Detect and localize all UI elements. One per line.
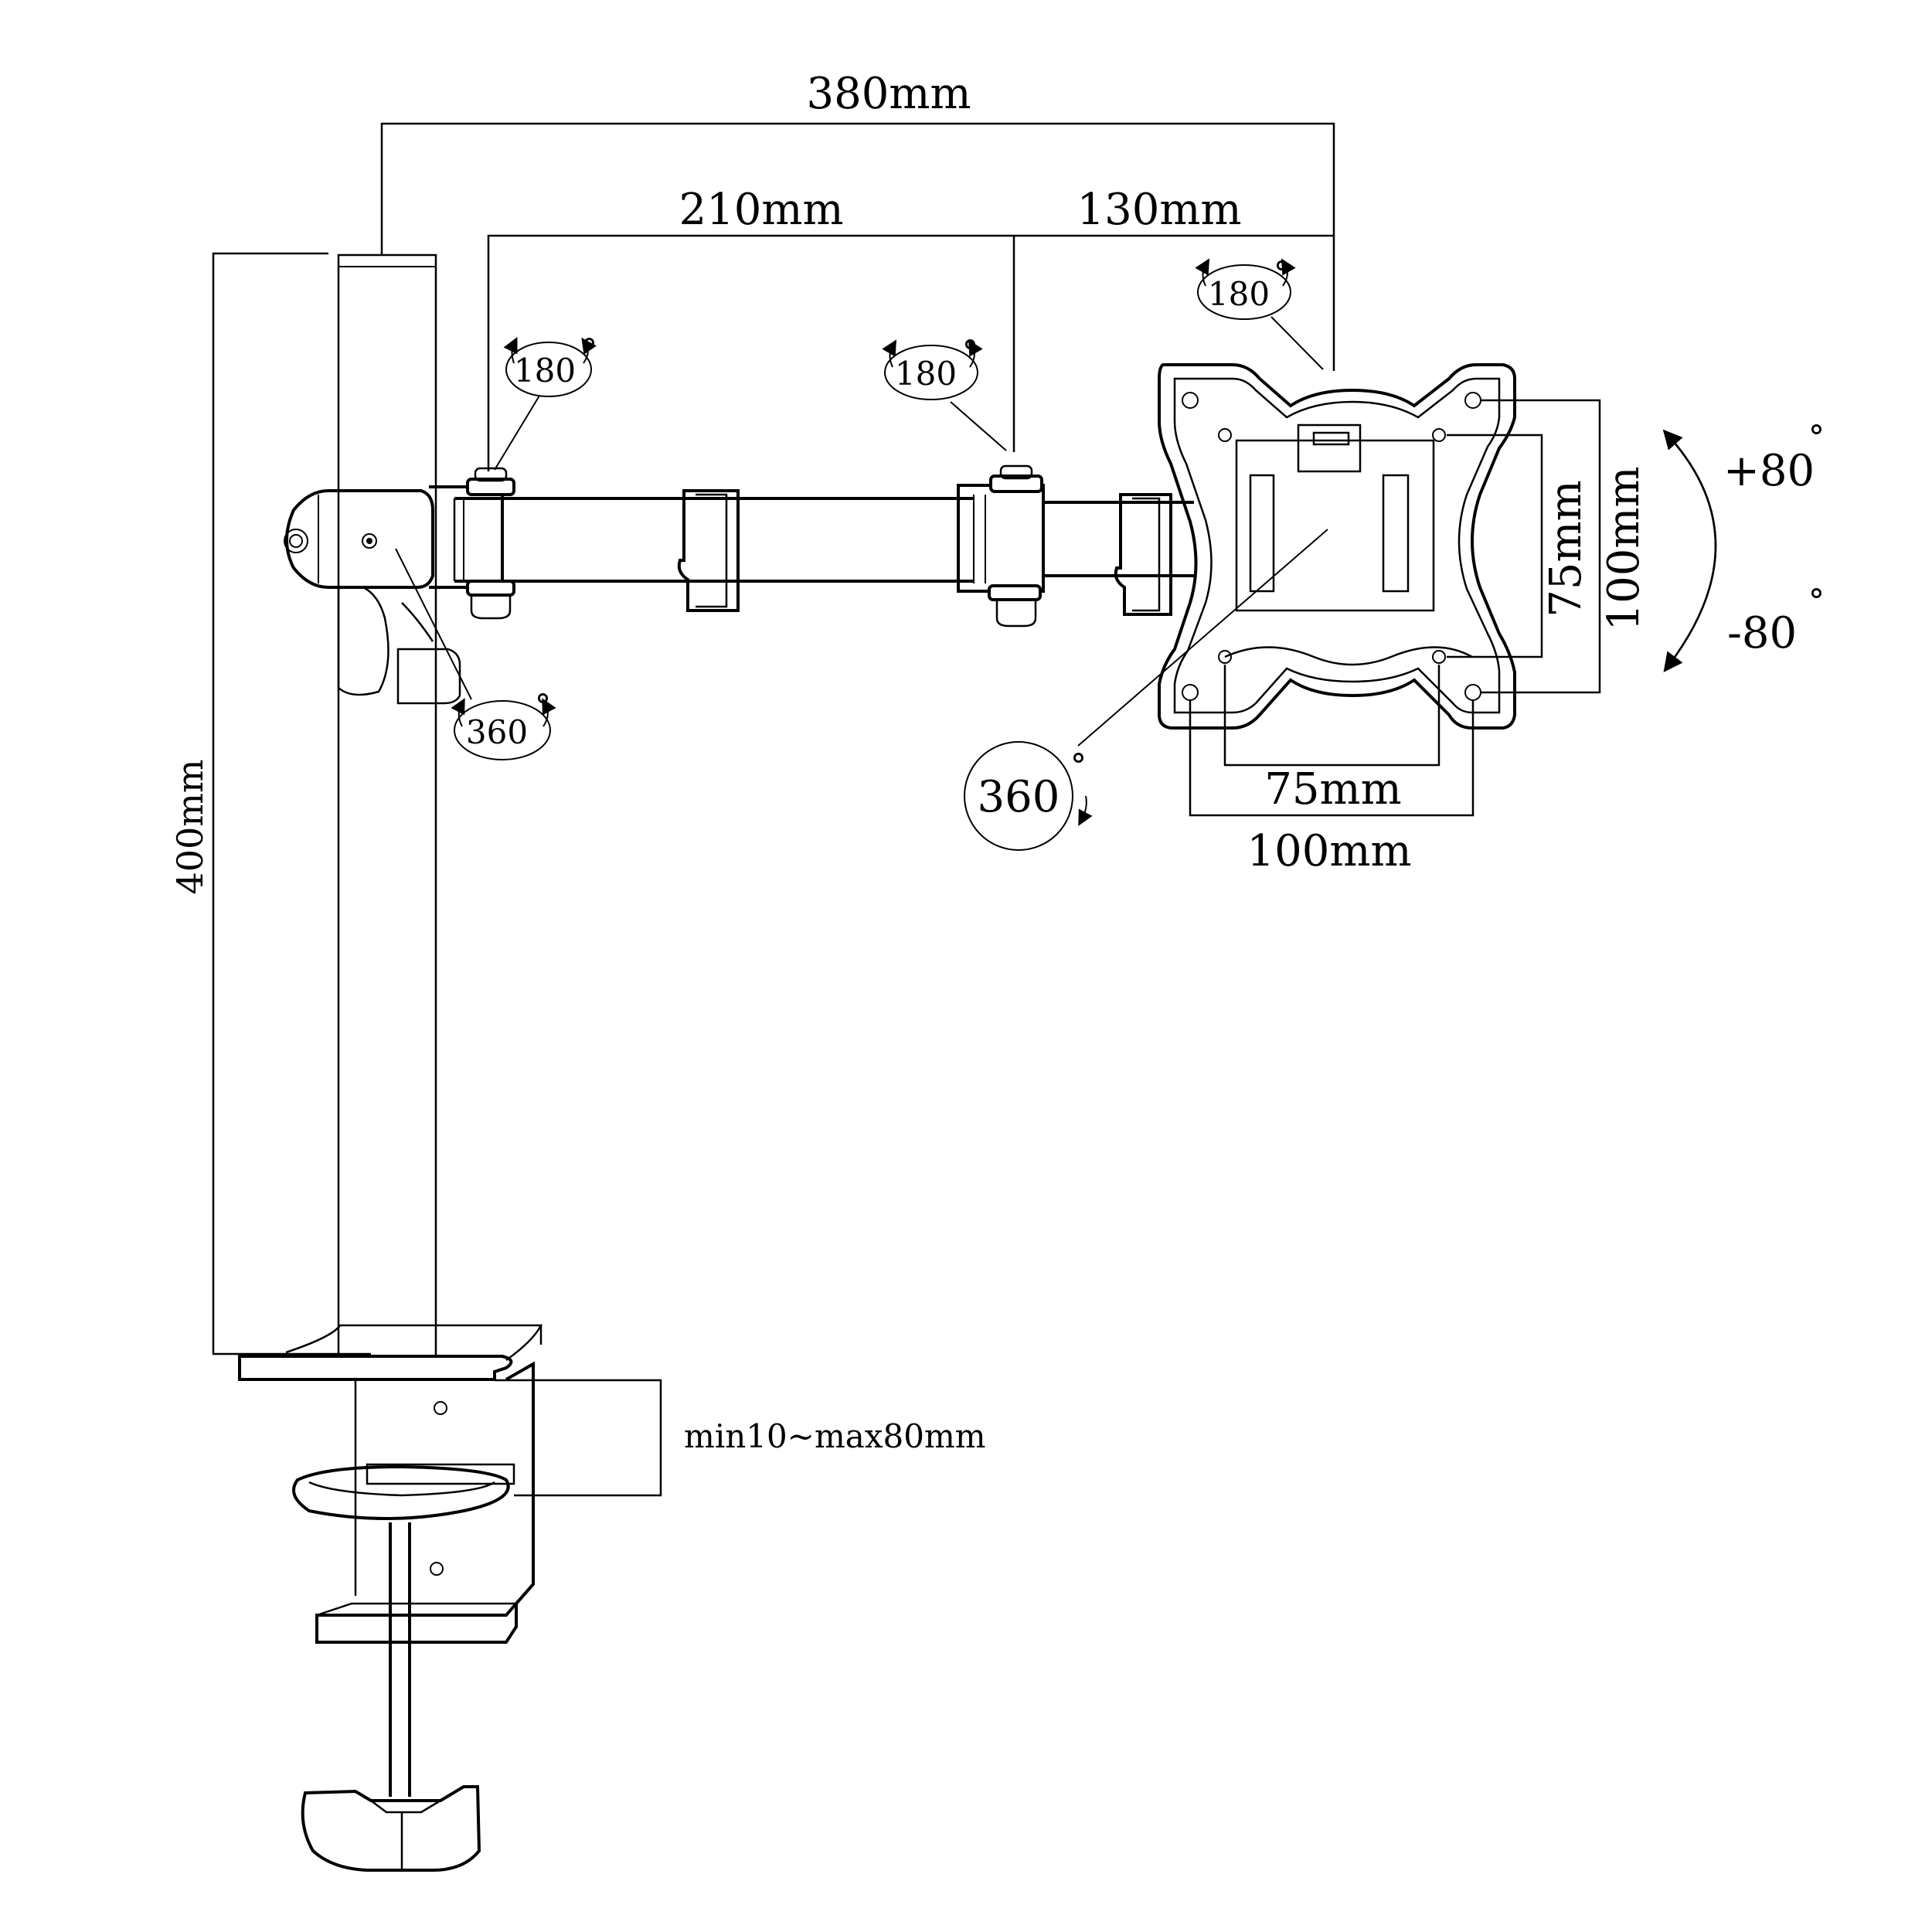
degree-pole: ° (535, 687, 551, 725)
tilt-indicator: +80 ° -80 ° (1662, 418, 1825, 673)
degree-vesa: ° (1274, 254, 1290, 292)
label-75mm-vertical: 75mm (1541, 480, 1591, 617)
rotation-vesa-swivel: 180 ° (1195, 254, 1324, 370)
label-tilt-up: +80 (1723, 446, 1815, 496)
degree-tilt-up: ° (1808, 418, 1825, 456)
label-clamp-range: min10~max80mm (684, 1417, 986, 1455)
vesa-hole-75-bl (1218, 650, 1232, 664)
vesa-plate (1158, 363, 1516, 730)
dimension-380mm: 380mm (380, 69, 1335, 371)
desk-clamp (238, 1324, 543, 1872)
pole-collar (284, 489, 461, 705)
vesa-hole-75-tr (1432, 428, 1446, 442)
label-rotation-180-joint1: 180 (514, 352, 576, 389)
label-tilt-down: -80 (1727, 608, 1797, 658)
label-rotation-180-vesa: 180 (1208, 275, 1270, 313)
vesa-hole-100-bl (1182, 684, 1199, 701)
vesa-dimensions: 75mm 100mm 75mm 100mm (1189, 399, 1649, 876)
vesa-hole-100-br (1464, 684, 1481, 701)
pole (337, 253, 437, 1358)
degree-vesa-360: ° (1070, 747, 1087, 784)
rotation-vesa-360: 360 ° (964, 529, 1328, 851)
rotation-pole: 360 ° (395, 548, 556, 760)
label-rotation-360-vesa: 360 (978, 772, 1060, 822)
label-rotation-360-pole: 360 (466, 713, 528, 751)
arm-joint-2 (957, 464, 1045, 628)
label-210mm: 210mm (679, 185, 843, 235)
rotation-joint-1: 180 ° (494, 332, 597, 471)
label-100mm-vertical: 100mm (1599, 466, 1649, 631)
label-130mm: 130mm (1077, 185, 1241, 235)
label-100mm-horizontal: 100mm (1247, 826, 1411, 876)
degree-joint1: ° (581, 332, 597, 369)
label-400mm: 400mm (169, 759, 211, 894)
label-75mm-horizontal: 75mm (1264, 764, 1401, 815)
label-rotation-180-joint2: 180 (895, 355, 957, 393)
vesa-hole-100-tl (1182, 392, 1199, 409)
vesa-hole-75-br (1432, 650, 1446, 664)
degree-joint2: ° (962, 333, 978, 371)
vesa-hole-100-tr (1464, 392, 1481, 409)
dimension-400mm: 400mm (169, 252, 371, 1355)
arm-segment-2 (1043, 493, 1194, 616)
rotation-joint-2: 180 ° (882, 333, 1007, 451)
vesa-hole-75-tl (1218, 428, 1232, 442)
dimension-210-130: 210mm 130mm (487, 185, 1334, 471)
label-380mm: 380mm (806, 69, 971, 119)
degree-tilt-down: ° (1808, 582, 1825, 620)
arm-segment-1 (429, 467, 974, 620)
clamp-dimension: min10~max80mm (495, 1379, 986, 1497)
